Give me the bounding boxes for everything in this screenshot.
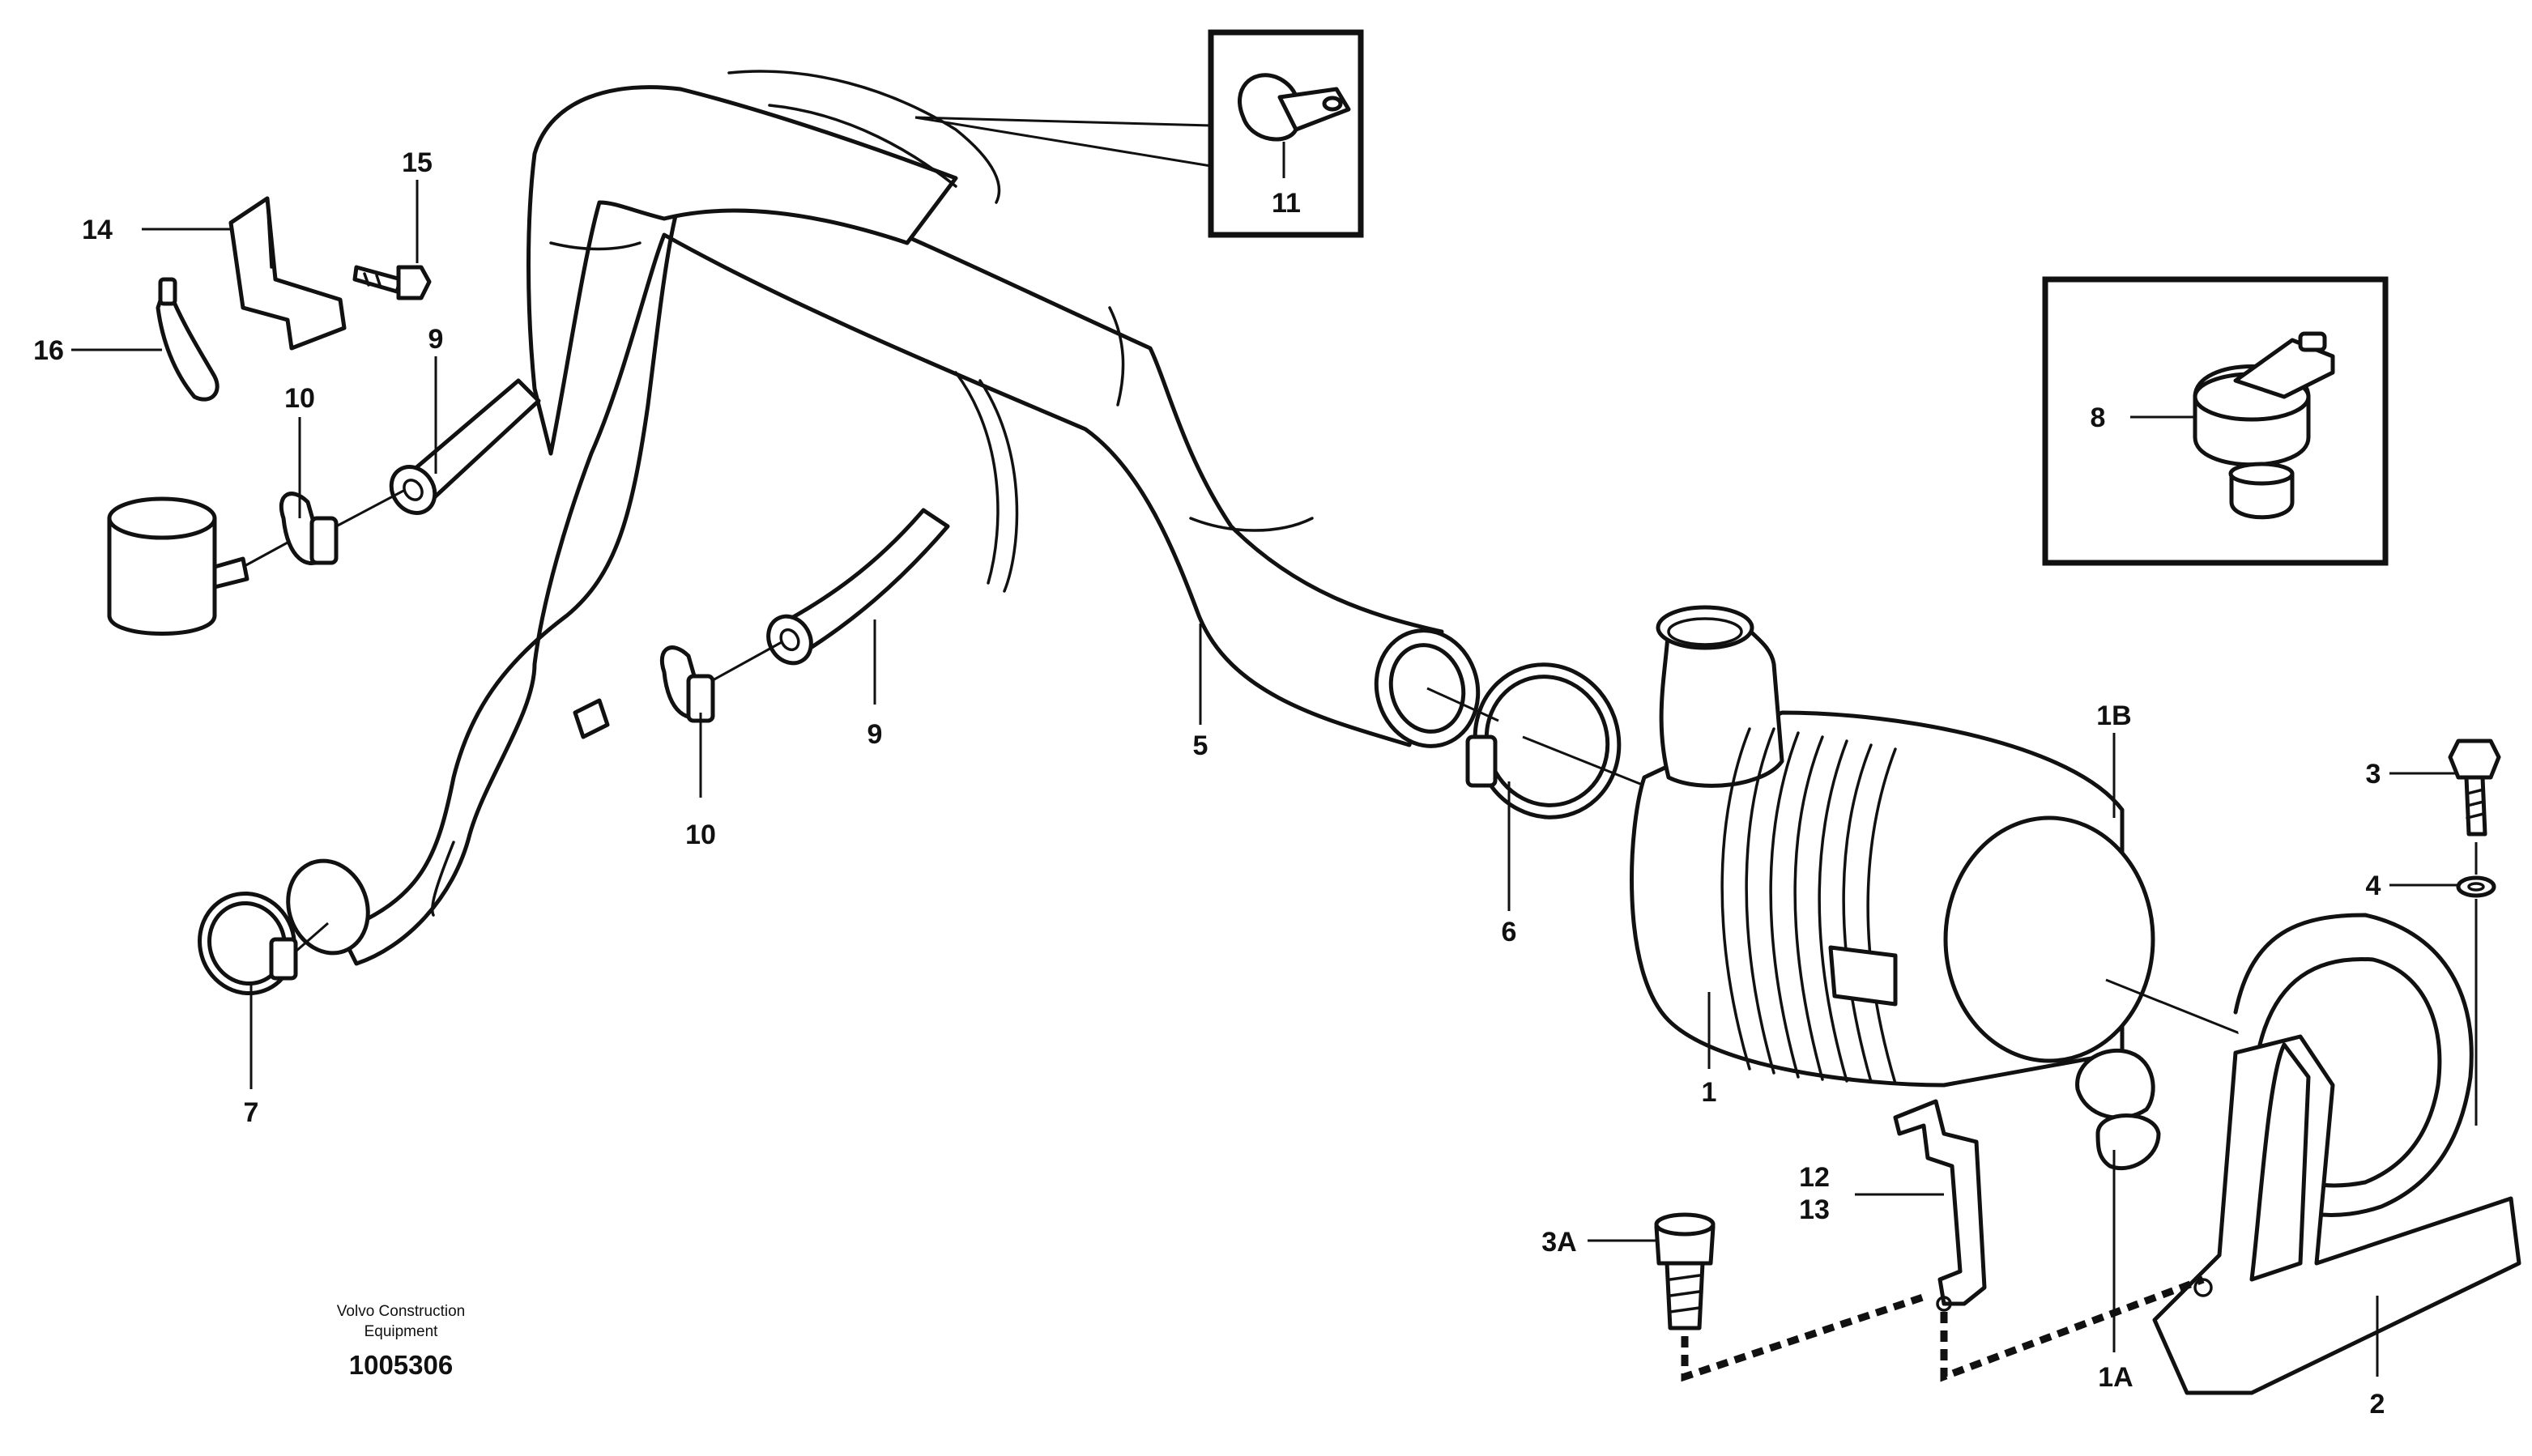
callout-1A: 1A <box>2098 1362 2133 1393</box>
callout-12: 12 <box>1799 1162 1830 1193</box>
callout-10-lower: 10 <box>685 820 716 850</box>
callout-1B: 1B <box>2096 700 2131 731</box>
callout-15: 15 <box>402 147 433 178</box>
callout-14: 14 <box>82 215 113 245</box>
mounting-strap <box>2152 913 2521 1395</box>
pipe-stub <box>107 496 288 636</box>
callout-8: 8 <box>2091 402 2106 433</box>
assembly-line-left <box>1681 1292 1929 1382</box>
flange-screw-3 <box>2448 739 2501 837</box>
cable-tie <box>156 277 220 402</box>
assembly-line-right <box>1940 1275 2205 1382</box>
callout-leaders <box>71 142 2458 1377</box>
air-cleaner <box>1630 605 2350 1171</box>
support-bracket <box>1893 1099 1987 1312</box>
callout-16: 16 <box>33 335 64 366</box>
breather-hose-upper <box>389 378 541 515</box>
hose-clip-lower <box>659 641 782 723</box>
callout-2: 2 <box>2370 1389 2385 1420</box>
brand-line-2: Equipment <box>364 1323 439 1340</box>
hose-clamp-upper <box>1426 662 1645 820</box>
inset-clamp-detail <box>914 29 1364 238</box>
bracket <box>228 196 347 351</box>
breather-hose-lower <box>766 508 950 666</box>
callout-9-upper: 9 <box>428 324 444 355</box>
socket-screw-3A <box>1654 1212 1716 1330</box>
callout-7: 7 <box>244 1097 259 1128</box>
callout-4: 4 <box>2366 871 2381 901</box>
hose-clip-upper <box>279 488 406 565</box>
callout-1: 1 <box>1702 1077 1717 1108</box>
brand-line-1: Volvo Construction <box>337 1303 465 1320</box>
document-number: 1005306 <box>349 1350 453 1380</box>
callout-13: 13 <box>1799 1194 1830 1225</box>
callout-9-lower: 9 <box>867 719 883 750</box>
callout-6: 6 <box>1502 917 1517 947</box>
callout-5: 5 <box>1193 730 1208 761</box>
callout-3A: 3A <box>1541 1227 1576 1258</box>
intake-hose <box>286 70 1481 966</box>
callout-3: 3 <box>2366 759 2381 790</box>
flange-screw <box>352 265 432 300</box>
inset-valve-detail <box>2042 276 2389 566</box>
hose-clamp-lower <box>198 891 329 996</box>
callout-11: 11 <box>1272 188 1301 219</box>
washer <box>2456 842 2496 1126</box>
callout-10-upper: 10 <box>284 383 315 414</box>
